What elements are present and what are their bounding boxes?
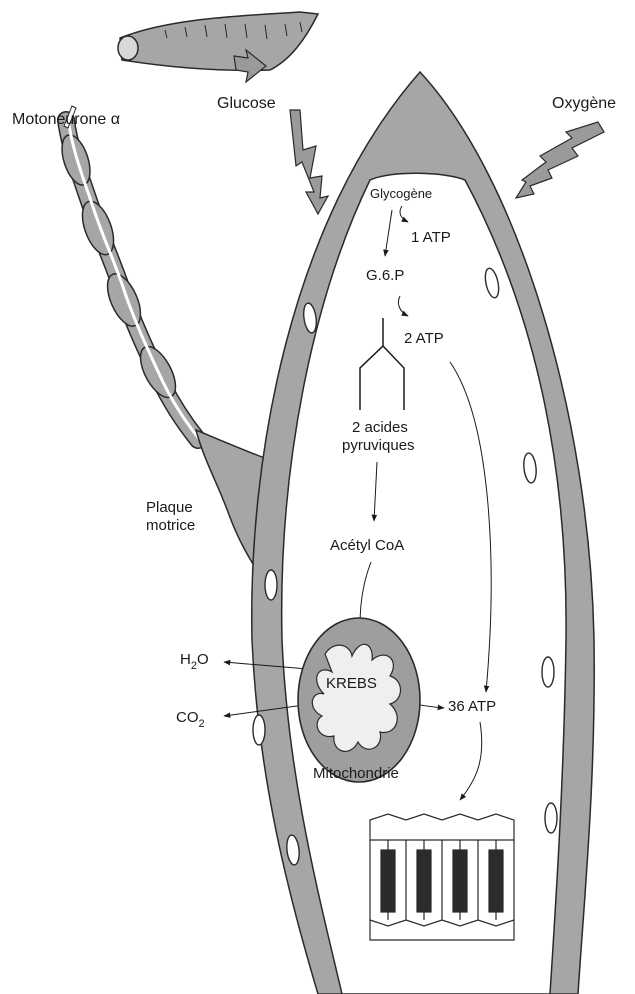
- label-krebs: KREBS: [326, 675, 377, 692]
- mitochondria: [298, 618, 420, 782]
- label-g6p: G.6.P: [366, 267, 404, 284]
- label-motor-plate-line2: motrice: [146, 517, 195, 534]
- label-water: H2O: [180, 651, 209, 672]
- label-co2: CO2: [176, 709, 205, 730]
- label-oxygen: Oxygène: [552, 95, 616, 112]
- label-pyruvic-line2: pyruviques: [342, 437, 415, 454]
- label-atp-2: 2 ATP: [404, 330, 444, 347]
- label-glycogen: Glycogène: [370, 186, 432, 201]
- label-mitochondria: Mitochondrie: [313, 765, 399, 782]
- label-atp-1: 1 ATP: [411, 229, 451, 246]
- co2-subscript: 2: [199, 718, 205, 730]
- label-glucose: Glucose: [217, 95, 276, 112]
- motoneuron-axon: [57, 106, 200, 440]
- label-motor-plate-line1: Plaque: [146, 499, 193, 516]
- label-acetyl-coa: Acétyl CoA: [330, 537, 404, 554]
- water-o: O: [197, 651, 209, 668]
- label-pyruvic-line1: 2 acides: [352, 419, 408, 436]
- label-motoneuron: Motoneurone α: [12, 111, 120, 128]
- oxygen-input-arrow: [516, 122, 604, 198]
- water-h: H: [180, 651, 191, 668]
- co2-co: CO: [176, 709, 199, 726]
- capillary: [118, 12, 318, 70]
- glucose-input-arrow: [290, 110, 328, 214]
- label-atp-36: 36 ATP: [448, 698, 496, 715]
